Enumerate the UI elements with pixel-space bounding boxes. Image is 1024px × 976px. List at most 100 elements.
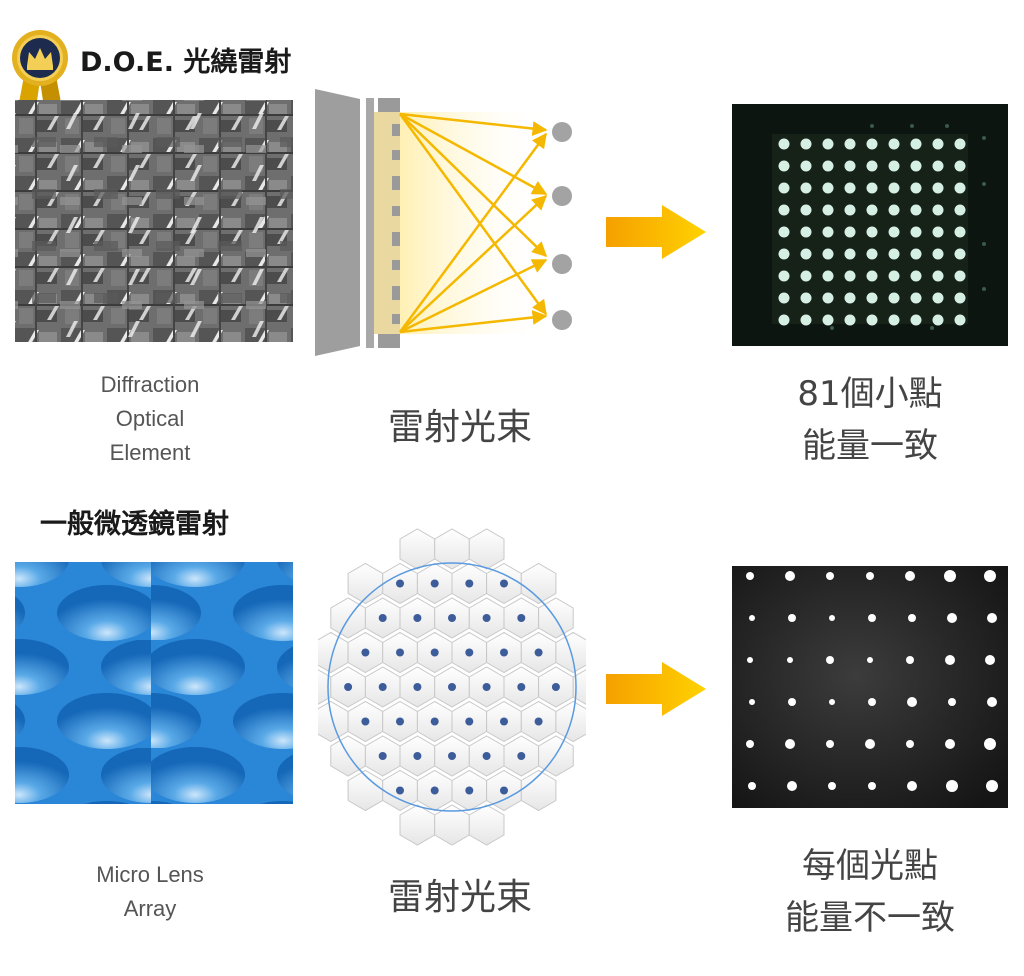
arrow-right-icon [606,662,706,716]
light-spot [826,740,834,748]
light-spot [932,292,944,304]
light-spot [947,613,957,623]
light-spot [910,160,922,172]
light-spot [932,138,944,150]
mla-title: 一般微透鏡雷射 [40,509,229,540]
lens-focus-dot [482,683,491,691]
light-spot [932,226,944,238]
light-spot [866,204,878,216]
light-spot [822,160,834,172]
light-spot [800,204,812,216]
light-spot [905,571,915,581]
light-spot [907,697,917,707]
light-spot [888,292,900,304]
light-spot [910,292,922,304]
lens-focus-dot [396,717,404,726]
light-spot [800,138,812,150]
light-spot [785,739,795,749]
light-spot [866,248,878,260]
doe-label-line: Optical [115,406,185,431]
light-spot [844,248,856,260]
mla-label-line: Array [123,896,177,921]
lens-focus-dot [378,752,387,760]
light-spot [866,572,874,580]
light-spot [822,270,834,282]
mla-result-label: 每個光點 能量不一致 [740,840,1000,944]
lens-focus-dot [448,614,456,622]
light-spot [778,182,790,194]
light-spot [865,739,875,749]
doe-beam-diagram [315,89,572,356]
light-spot [844,292,856,304]
light-spot [844,270,856,282]
light-spot [866,226,878,238]
light-spot [800,160,812,172]
light-spot [888,182,900,194]
light-spot [987,697,997,707]
lens-focus-dot [517,752,526,760]
light-spot [984,738,996,750]
light-spot [866,182,878,194]
light-spot [800,182,812,194]
lens-focus-dot [396,648,404,657]
light-spot [829,615,835,621]
light-spot [868,782,876,790]
lens-focus-dot [430,786,439,795]
light-spot [910,138,922,150]
light-spot [932,314,944,326]
lens-focus-dot [413,683,422,691]
light-spot [910,248,922,260]
light-spot [984,570,996,582]
light-spot [822,292,834,304]
light-spot [788,614,796,622]
doe-beam-label: 雷射光束 [387,407,532,448]
mla-hex-diagram [318,528,586,846]
light-spot [778,204,790,216]
light-spot [867,657,873,663]
lens-focus-dot [465,579,474,588]
light-spot [932,160,944,172]
light-spot [954,160,966,172]
light-spot [788,698,796,706]
light-spot [746,572,754,580]
doe-result-line: 能量一致 [802,426,938,466]
light-spot [906,656,914,664]
mla-label-line: Micro Lens [96,862,204,887]
light-spot [910,314,922,326]
mla-result-line: 能量不一致 [785,898,955,938]
doe-result-line: 81個小點 [797,374,943,414]
mla-section: 一般微透鏡雷射 Micro Lens Array [0,490,1024,976]
lens-cell [468,528,505,570]
lens-focus-dot [378,683,387,691]
mla-beam-label: 雷射光束 [387,877,532,918]
light-spot [778,138,790,150]
light-spot [944,570,956,582]
light-spot [932,270,944,282]
light-spot [945,739,955,749]
doe-result-image [732,104,1008,346]
light-spot [932,182,944,194]
light-spot [844,182,856,194]
light-spot [954,138,966,150]
lens-focus-dot [500,648,508,657]
light-spot [749,615,755,621]
light-spot [888,226,900,238]
light-spot [910,182,922,194]
light-spot [844,204,856,216]
doe-element-label: Diffraction Optical Element [40,368,260,470]
light-spot [866,314,878,326]
light-spot [945,655,955,665]
light-spot [778,226,790,238]
light-spot [954,226,966,238]
light-spot [932,204,944,216]
light-spot [910,226,922,238]
lens-focus-dot [344,683,353,691]
crown-medal-icon [12,30,68,108]
light-spot [828,782,836,790]
light-spot [888,270,900,282]
lens-focus-dot [465,786,474,795]
lens-focus-dot [413,752,422,760]
light-spot [800,292,812,304]
light-spot [800,248,812,260]
lens-focus-dot [361,717,370,726]
